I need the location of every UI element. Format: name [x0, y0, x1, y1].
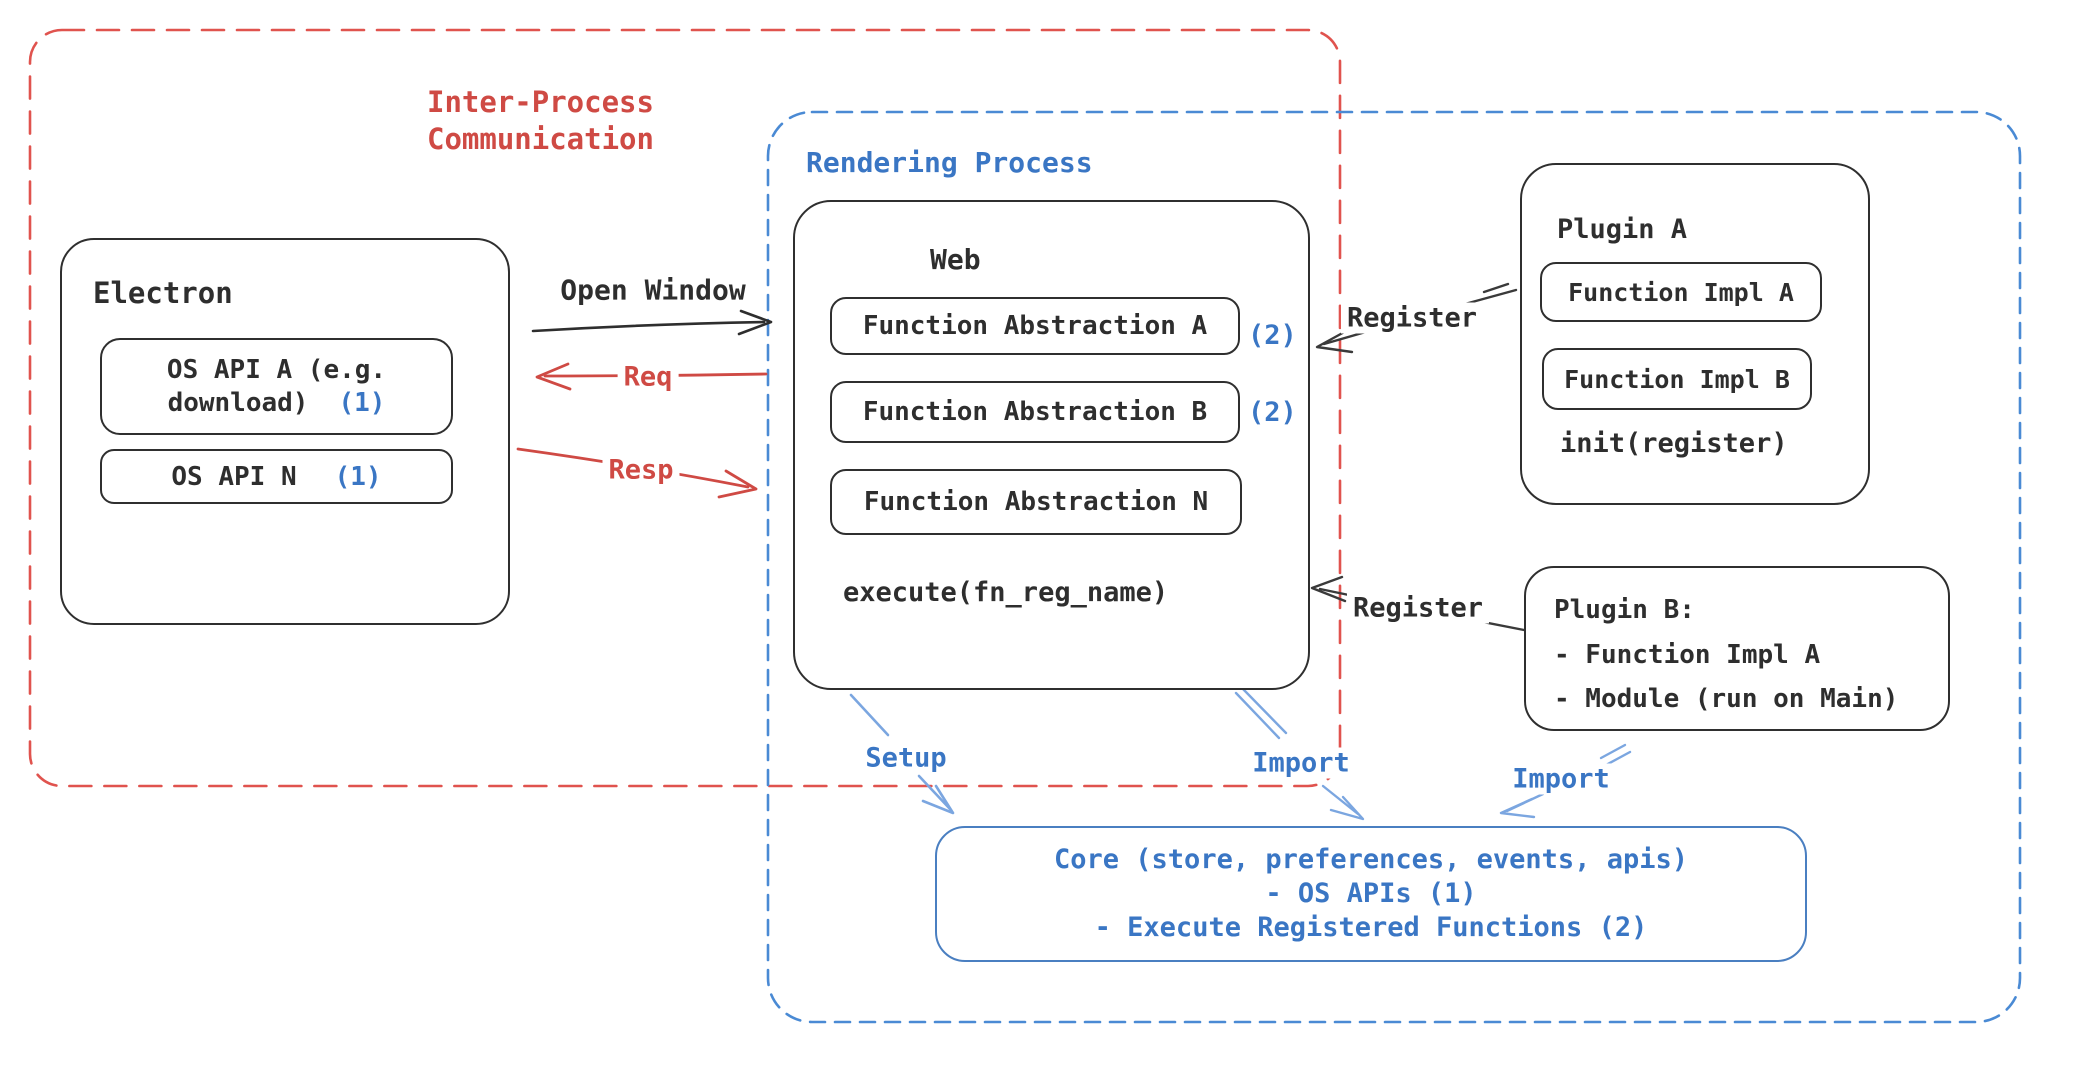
execute-call-label: execute(fn_reg_name) — [843, 577, 1169, 608]
register-b-label: Register — [1346, 592, 1490, 624]
plugin-a-title: Plugin A — [1557, 214, 1688, 245]
web-box — [793, 200, 1310, 690]
plugin-b-box — [1524, 566, 1950, 731]
import-core-arrow — [1234, 687, 1365, 821]
plugin-b-line1: Plugin B: — [1554, 595, 1695, 625]
register-a-label: Register — [1340, 302, 1484, 334]
os-api-a-box: OS API A (e.g. download) (1) — [100, 338, 453, 435]
req-label: Req — [617, 361, 679, 393]
setup-label: Setup — [865, 742, 947, 774]
open-window-label: Open Window — [560, 273, 746, 307]
resp-label: Resp — [602, 454, 680, 486]
web-title: Web — [930, 243, 981, 276]
ipc-label: Inter-Process Communication — [427, 84, 654, 158]
ipc-dashed-box — [28, 28, 1342, 788]
ipc-label-line1: Inter-Process — [427, 85, 654, 119]
function-abstraction-a-box: Function Abstraction A — [830, 297, 1240, 355]
electron-title: Electron — [93, 276, 233, 310]
plugin-a-impl-a-box: Function Impl A — [1540, 262, 1822, 322]
import-plugin-b-arrow — [1499, 743, 1632, 819]
plugin-b-line3: - Module (run on Main) — [1554, 684, 1899, 714]
os-api-a-badge: (1) — [338, 387, 386, 418]
plugin-b-line2: - Function Impl A — [1554, 640, 1821, 670]
import-core-label: Import — [1246, 747, 1356, 779]
rendering-process-label: Rendering Process — [806, 146, 1093, 179]
rendering-process-dashed-box — [766, 110, 2022, 1024]
os-api-n-box: OS API N (1) — [100, 449, 453, 504]
os-api-n-badge: (1) — [334, 461, 382, 492]
plugin-a-box — [1520, 163, 1870, 505]
ipc-label-line2: Communication — [427, 122, 654, 156]
function-abstraction-a-badge: (2) — [1248, 320, 1297, 351]
os-api-a-line2: download) — [167, 387, 309, 418]
os-api-a-line1: OS API A (e.g. — [166, 354, 387, 385]
import-plugin-b-label: Import — [1506, 763, 1616, 795]
function-abstraction-b-box: Function Abstraction B — [830, 381, 1240, 443]
core-line2: - OS APIs (1) — [1265, 878, 1477, 909]
core-box: Core (store, preferences, events, apis) … — [935, 826, 1807, 962]
plugin-a-impl-b-box: Function Impl B — [1542, 348, 1812, 410]
plugin-a-init-label: init(register) — [1560, 428, 1788, 459]
core-line1: Core (store, preferences, events, apis) — [1054, 844, 1688, 875]
function-abstraction-b-badge: (2) — [1248, 397, 1297, 428]
function-abstraction-n-box: Function Abstraction N — [830, 469, 1242, 535]
core-line3: - Execute Registered Functions (2) — [1094, 912, 1648, 943]
open-window-arrow — [531, 309, 773, 336]
setup-arrow — [849, 693, 955, 815]
os-api-n-label: OS API N — [171, 461, 297, 492]
